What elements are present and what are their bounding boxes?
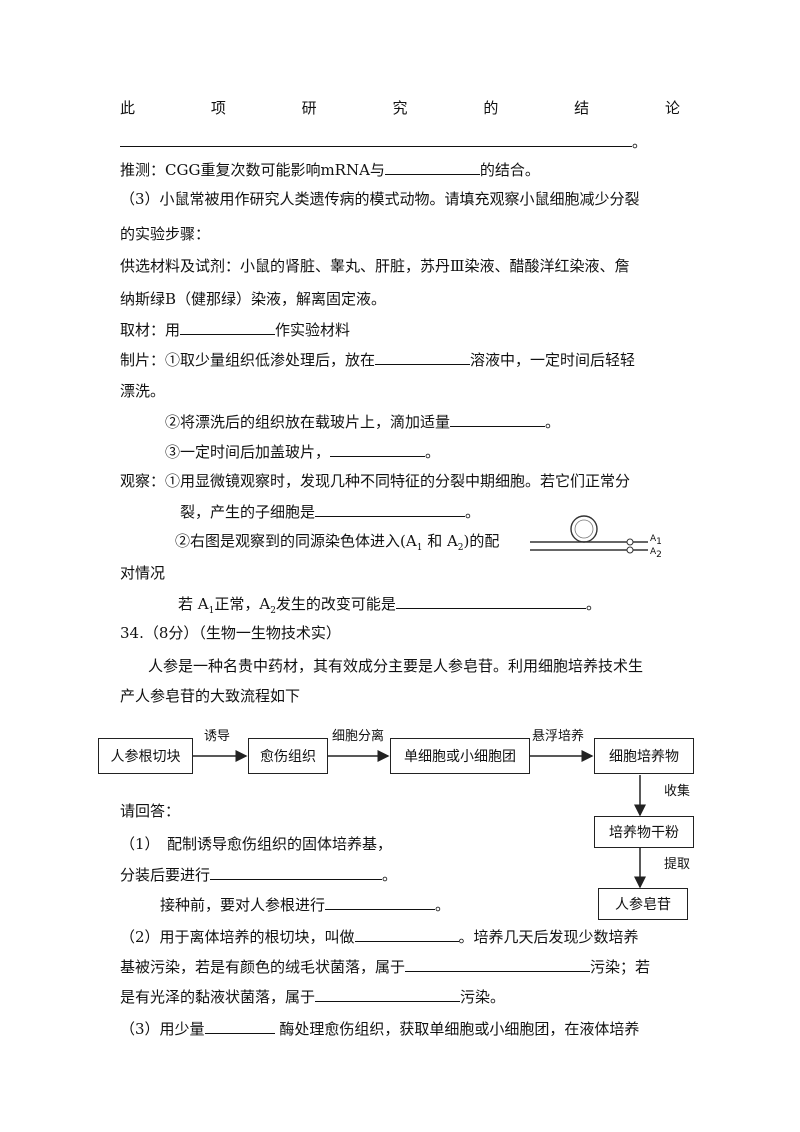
a2-change-blank[interactable] (395, 592, 586, 609)
bacteria-blank[interactable] (315, 985, 461, 1002)
conclusion-char: 此 (120, 99, 136, 117)
conclusion-char: 项 (210, 99, 226, 117)
label-a2: A2 (650, 547, 662, 560)
conclusion-char: 研 (301, 99, 317, 117)
prep-step1-blank[interactable] (375, 348, 471, 365)
conclusion-char: 究 (392, 99, 408, 117)
materials-line2: 纳斯绿B（健那绿）染液，解离固定液。 (120, 290, 387, 308)
observe-step2-line: ②右图是观察到的同源染色体进入(A1 和 A2)的配 (175, 532, 500, 553)
prep-step1-cont: 漂洗。 (120, 382, 166, 400)
observe-step2-cont: 对情况 (120, 564, 166, 582)
sampling-blank[interactable] (180, 318, 276, 335)
chromosome-loop (570, 515, 598, 543)
inference-line: 推测：CGG重复次数可能影响mRNA与的结合。 (120, 158, 540, 181)
answer1-line2: 分装后要进行。 (120, 863, 397, 886)
answer2-line1: （2）用于离体培养的根切块，叫做。培养几天后发现少数培养 (120, 925, 639, 948)
inference-blank[interactable] (384, 158, 480, 175)
q3-intro-line1: （3）小鼠常被用作研究人类遗传病的模式动物。请填充观察小鼠细胞减少分裂 (120, 190, 640, 208)
conclusion-answer-line: 。 (120, 130, 647, 153)
fungi-blank[interactable] (405, 955, 591, 972)
centromere-a2 (626, 546, 634, 554)
flow-box-single-cell: 单细胞或小细胞团 (390, 738, 530, 774)
arrow-label-collect: 收集 (664, 784, 691, 799)
observe-step1-line: 观察：①用显微镜观察时，发现几种不同特征的分裂中期细胞。若它们正常分 (120, 472, 631, 490)
answer2-line3: 是有光泽的黏液状菌落，属于污染。 (120, 985, 505, 1008)
conclusion-blank[interactable] (120, 130, 632, 147)
q34-title: 34.（8分）（生物一生物技术实） (120, 624, 341, 642)
answer3-line1: （3）用少量 酶处理愈伤组织，获取单细胞或小细胞团，在液体培养 (120, 1017, 639, 1040)
explant-blank[interactable] (354, 925, 459, 942)
flow-box-dry-powder: 培养物干粉 (594, 816, 694, 848)
flow-box-cell-culture: 细胞培养物 (594, 738, 694, 774)
q3-intro-line2: 的实验步骤： (120, 225, 211, 243)
centromere-a1 (626, 538, 634, 546)
materials-line1: 供选材料及试剂：小鼠的肾脏、睾丸、肝脏，苏丹Ⅲ染液、醋酸洋红染液、詹 (120, 257, 630, 275)
label-a1: A1 (650, 534, 662, 547)
prep-step1-line: 制片：①取少量组织低渗处理后，放在溶液中，一定时间后轻轻 (120, 348, 635, 371)
arrow-label-extract: 提取 (664, 857, 691, 872)
daughter-cell-blank[interactable] (315, 500, 466, 517)
flow-box-ginsenoside: 人参皂苷 (598, 888, 688, 920)
prep-step3-blank[interactable] (330, 440, 426, 457)
conclusion-char: 结 (574, 99, 590, 117)
prep-step2-blank[interactable] (450, 410, 546, 427)
q34-intro-line2: 产人参皂苷的大致流程如下 (120, 687, 301, 705)
arrow-label-suspend: 悬浮培养 (532, 729, 585, 744)
sterilize-medium-blank[interactable] (210, 863, 383, 880)
answer1-line3: 接种前，要对人参根进行。 (160, 893, 450, 916)
observe-step2-question: 若 A1正常，A2发生的改变可能是。 (178, 592, 601, 622)
conclusion-heading: 此 项 研 究 的 结 论 (120, 97, 680, 119)
answer1-line1: （1） 配制诱导愈伤组织的固体培养基， (120, 835, 393, 853)
chromosome-loop-inner (574, 519, 594, 539)
conclusion-char: 的 (483, 99, 499, 117)
arrow-label-separate: 细胞分离 (332, 729, 385, 744)
please-answer: 请回答： (120, 802, 181, 820)
q34-intro-line1: 人参是一种名贵中药材，其有效成分主要是人参皂苷。利用细胞培养技术生 (148, 657, 644, 675)
flow-box-root-cut: 人参根切块 (98, 738, 193, 774)
arrow-label-induce: 诱导 (204, 729, 231, 744)
prep-step3-line: ③一定时间后加盖玻片，。 (165, 440, 440, 463)
disinfect-root-blank[interactable] (325, 893, 436, 910)
conclusion-char: 论 (664, 99, 680, 117)
prep-step2-line: ②将漂洗后的组织放在载玻片上，滴加适量。 (165, 410, 560, 433)
flow-box-callus: 愈伤组织 (248, 738, 328, 774)
answer2-line2: 基被污染，若是有颜色的绒毛状菌落，属于污染；若 (120, 955, 650, 978)
sampling-line: 取材：用作实验材料 (120, 318, 350, 341)
observe-step1-cont: 裂，产生的子细胞是。 (180, 500, 480, 523)
enzyme-blank[interactable] (204, 1017, 275, 1034)
